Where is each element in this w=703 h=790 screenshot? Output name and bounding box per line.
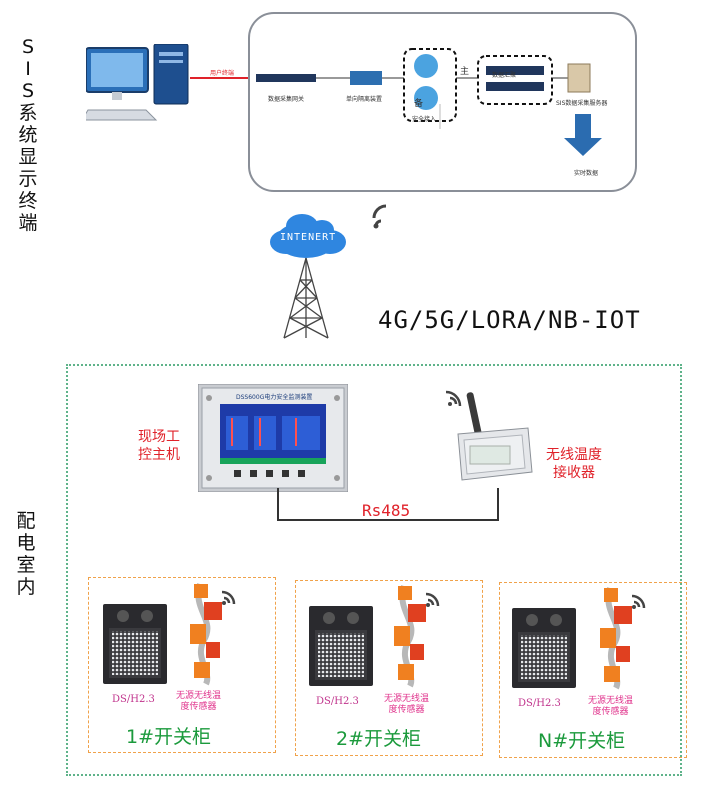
internet-cloud-label: INTENERT [280,232,337,243]
sis-char: S [21,80,35,102]
temperature-display-icon [309,606,373,686]
receiver-label-line2: 接收器 [553,465,595,481]
host-device-icon [198,384,348,492]
wireless-sensor-icon [190,583,236,686]
sensor-label-line2: 度传感器 [388,705,425,715]
host-device-title: DSS600G电力安全监测装置 [236,394,313,401]
computer-icon [86,44,189,121]
distribution-room-label: 配 电 室 内 [14,510,38,598]
host-label-line1: 现场工 [138,429,180,445]
cabinet-2-box [295,580,483,756]
isolation-label: 单向隔离装置 [346,96,383,103]
rs485-label: Rs485 [362,501,411,520]
gateway-label: 数据采集网关 [268,96,305,103]
pc-link-line [190,77,250,79]
cabinet-n-sensor-label: 无源无线温 度传感器 [588,696,633,718]
host-label-line2: 控主机 [138,447,180,463]
cabinet-n-display-model: DS/H2.3 [518,698,561,709]
sis-char: 统 [18,124,38,146]
secure-access-label: 安全接入 [412,116,437,123]
sis-char: S [21,36,35,58]
sis-terminal-label: S I S 系 统 显 示 终 端 [16,36,40,234]
internet-tower-icon [270,204,387,339]
sis-system-box [248,12,637,192]
cabinet-2-sensor-label: 无源无线温 度传感器 [384,694,429,716]
network-types-label: 4G/5G/LORA/NB-IOT [378,306,641,334]
sis-char: 显 [18,146,38,168]
sis-server-label: SIS数据采集服务器 [556,100,608,107]
cabinet-1-box [88,577,276,753]
sis-char: 示 [18,168,38,190]
sensor-label-line2: 度传感器 [592,707,629,717]
receiver-device-icon [445,390,533,481]
sensor-label-line1: 无源无线温 [176,691,222,701]
cabinet-n-title: N#开关柜 [538,730,626,752]
cabinet-1-display-model: DS/H2.3 [112,694,155,705]
cabinet-2-display-model: DS/H2.3 [316,696,359,707]
room-char: 室 [16,554,36,576]
sis-char: 端 [18,212,38,234]
sis-char: I [25,58,31,80]
receiver-label: 无线温度 接收器 [546,446,602,482]
temperature-display-icon [103,604,167,684]
sis-char: 终 [18,190,38,212]
aggregation-label: 数据汇聚 [492,72,517,79]
receiver-label-line1: 无线温度 [546,447,602,463]
backup-label: 备 [414,99,424,109]
sensor-label-line1: 无源无线温 [384,694,430,704]
room-char: 电 [16,532,36,554]
sis-char: 系 [18,102,38,124]
pc-link-label: 用户终端 [210,70,235,77]
cabinet-1-sensor-label: 无源无线温 度传感器 [176,691,221,713]
cabinet-2-title: 2#开关柜 [336,728,422,750]
realtime-data-label: 实时数据 [574,170,599,177]
primary-label: 主 [460,67,470,77]
sis-system-diagram [256,48,602,156]
wireless-sensor-icon [394,585,440,688]
temperature-display-icon [512,608,576,688]
cabinet-1-title: 1#开关柜 [126,726,212,748]
room-char: 配 [16,510,36,532]
wireless-sensor-icon [600,587,646,690]
host-label: 现场工 控主机 [138,428,180,464]
rs485-bus-line [277,488,499,521]
sensor-label-line2: 度传感器 [180,702,217,712]
room-char: 内 [16,576,36,598]
distribution-room-box [66,364,682,776]
cabinet-n-box [499,582,687,758]
sensor-label-line1: 无源无线温 [588,696,634,706]
